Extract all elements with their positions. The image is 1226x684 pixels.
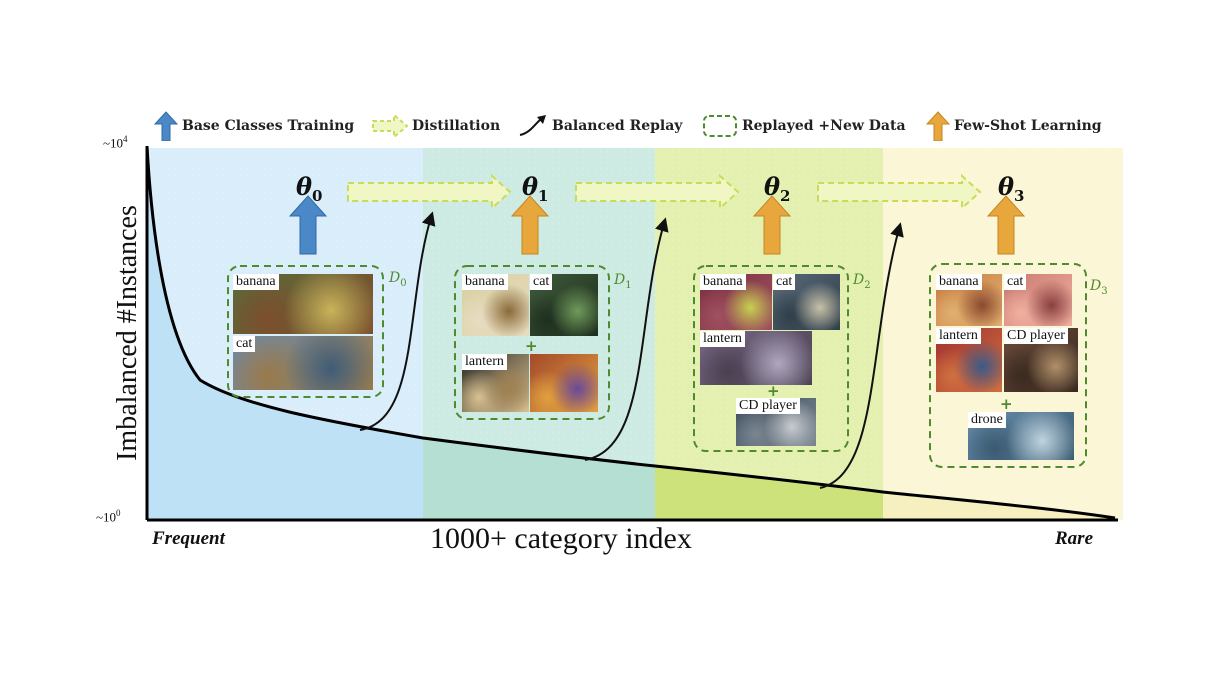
dataset-label-3: D3 (1090, 278, 1108, 297)
y-tick-bottom: ~100 (96, 508, 121, 525)
plus-sign: + (767, 382, 780, 400)
legend-replayed-new-data: Replayed +New Data (702, 108, 906, 144)
dashed-right-arrow-icon (372, 113, 408, 139)
orange-up-arrow-icon (926, 111, 950, 141)
curve-fill-stage-0 (147, 148, 423, 520)
x-axis-title: 1000+ category index (430, 522, 692, 555)
image-label: lantern (700, 331, 745, 347)
legend: Base Classes Training Distillation Balan… (150, 108, 1130, 144)
plus-sign: + (1000, 395, 1013, 413)
image-tile: cat (233, 336, 373, 390)
image-tile: CD player (1004, 328, 1078, 392)
image-tile: lantern (700, 331, 812, 385)
legend-label: Balanced Replay (552, 118, 683, 134)
curve-fill-stage-2 (655, 466, 883, 520)
legend-base-training: Base Classes Training (154, 108, 354, 144)
dataset-label-1: D1 (614, 272, 632, 291)
dataset-label-2: D2 (853, 272, 871, 291)
image-label: banana (700, 274, 746, 290)
image-tile: lantern (462, 354, 529, 412)
image-tile: drone (968, 412, 1074, 460)
image-tile: lantern (936, 328, 1002, 392)
base-training-arrow (288, 195, 328, 255)
image-tile: CD player (736, 398, 816, 446)
dataset-box-1 (454, 265, 610, 420)
theta-label-3: θ3 (998, 172, 1025, 205)
image-label: lantern (462, 354, 507, 370)
dashed-box-icon (703, 115, 737, 137)
image-label: cat (530, 274, 553, 290)
blue-up-arrow-icon (154, 111, 178, 141)
image-label: cat (233, 336, 256, 352)
y-axis-title: Imbalanced #Instances (112, 205, 143, 461)
dataset-box-2 (693, 265, 849, 452)
image-label: cat (1004, 274, 1027, 290)
image-label: lantern (936, 328, 981, 344)
legend-label: Few-Shot Learning (954, 118, 1102, 134)
legend-distillation: Distillation (372, 108, 500, 144)
image-tile: banana (700, 274, 772, 330)
image-tile: cat (1004, 274, 1072, 326)
dataset-label-0: D0 (389, 270, 407, 289)
distillation-arrow-2 (575, 173, 740, 211)
image-tile: cat (773, 274, 840, 330)
balanced-replay-arrow-1 (359, 211, 436, 431)
image-tile (530, 354, 598, 412)
distillation-arrow-3 (817, 173, 982, 211)
theta-label-1: θ1 (522, 172, 549, 205)
image-label: CD player (736, 398, 800, 414)
image-label: banana (462, 274, 508, 290)
image-tile: banana (462, 274, 529, 336)
long-tail-curve (145, 145, 1116, 520)
balanced-replay-arrow-2 (584, 217, 669, 461)
legend-few-shot: Few-Shot Learning (926, 108, 1102, 144)
legend-label: Distillation (412, 118, 501, 134)
legend-label: Replayed +New Data (742, 118, 906, 134)
curve-fill-stage-1 (423, 438, 655, 520)
image-label: drone (968, 412, 1006, 428)
few-shot-arrow-1 (510, 195, 550, 255)
legend-label: Base Classes Training (182, 118, 355, 134)
legend-balanced-replay: Balanced Replay (518, 108, 682, 144)
image-tile: banana (233, 274, 373, 334)
curved-arrow-icon (519, 115, 546, 136)
image-tile: cat (530, 274, 598, 336)
y-tick-top: ~104 (103, 134, 128, 151)
theta-label-0: θ0 (296, 172, 323, 205)
x-label-rare: Rare (1055, 528, 1093, 549)
balanced-replay-arrow-3 (819, 222, 904, 489)
image-label: banana (936, 274, 982, 290)
dataset-box-3 (929, 263, 1087, 468)
few-shot-arrow-2 (752, 195, 792, 255)
image-label: CD player (1004, 328, 1068, 344)
x-label-frequent: Frequent (152, 528, 225, 549)
few-shot-arrow-3 (986, 195, 1026, 255)
dataset-box-0 (227, 265, 384, 398)
image-tile: banana (936, 274, 1002, 326)
plus-sign: + (525, 337, 538, 355)
distillation-arrow-1 (347, 173, 512, 211)
image-label: cat (773, 274, 796, 290)
theta-label-2: θ2 (764, 172, 791, 205)
image-label: banana (233, 274, 279, 290)
